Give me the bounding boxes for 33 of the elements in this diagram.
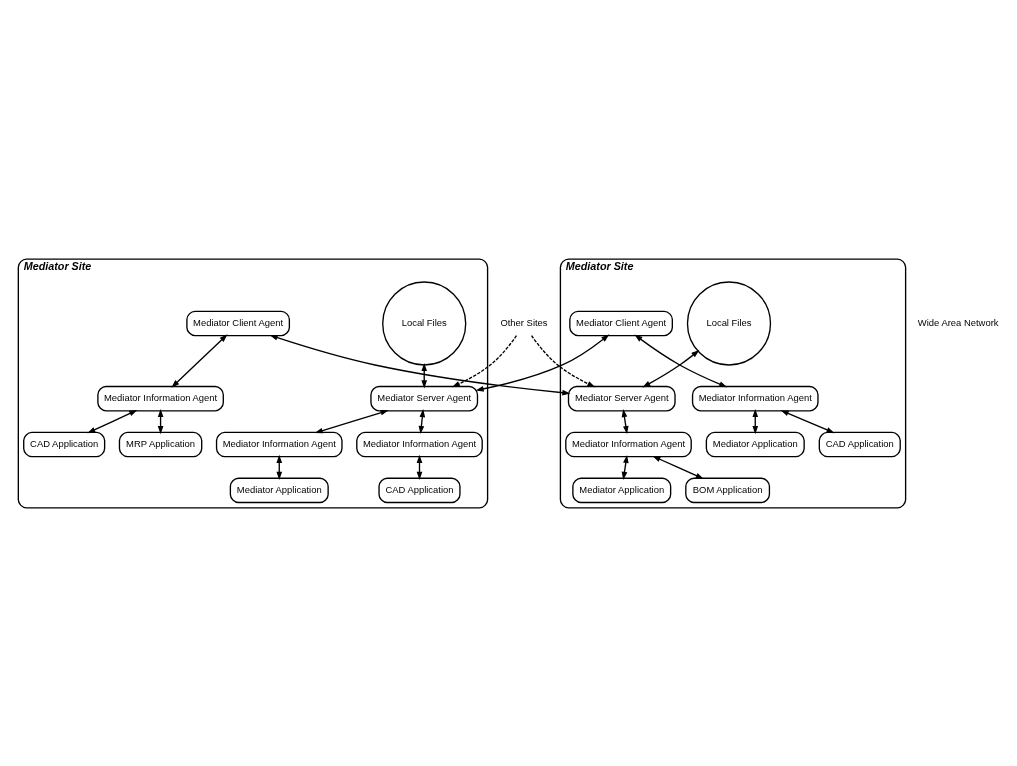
arrow (314, 409, 389, 433)
node-circle: Local Files (686, 280, 771, 366)
node-box: Mediator Information Agent (564, 431, 692, 457)
arrow (475, 333, 609, 392)
node-box: Mediator Client Agent (185, 310, 290, 336)
arrow (641, 349, 699, 387)
node-box: Mediator Server Agent (567, 385, 676, 411)
node-box: Mediator Information Agent (691, 385, 819, 411)
arrow (86, 409, 137, 433)
label: Wide Area Network (917, 316, 999, 328)
node-box: BOM Application (684, 477, 770, 503)
arrow (780, 409, 835, 433)
node-text: Other Sites (499, 316, 548, 328)
node-box: Mediator Application (705, 431, 805, 457)
node-box: CAD Application (22, 431, 105, 457)
node-box: Mediator Application (571, 477, 671, 503)
node-box: Mediator Information Agent (215, 431, 343, 457)
arrow (651, 455, 704, 479)
arrow (530, 334, 595, 387)
node-circle: Local Files (381, 280, 466, 366)
arrow (269, 334, 570, 395)
node-box: Mediator Client Agent (568, 310, 673, 336)
node-box: Mediator Information Agent (355, 431, 483, 457)
node-box: Mediator Information Agent (96, 385, 224, 411)
node-box: Mediator Application (229, 477, 329, 503)
arrow (418, 408, 425, 434)
node-box: CAD Application (377, 477, 461, 503)
arrow (170, 333, 227, 388)
node-box: MRP Application (118, 431, 202, 457)
arrow (633, 334, 727, 387)
arrow (451, 334, 517, 387)
node-box: Mediator Server Agent (369, 385, 478, 411)
node-box: CAD Application (818, 431, 901, 457)
